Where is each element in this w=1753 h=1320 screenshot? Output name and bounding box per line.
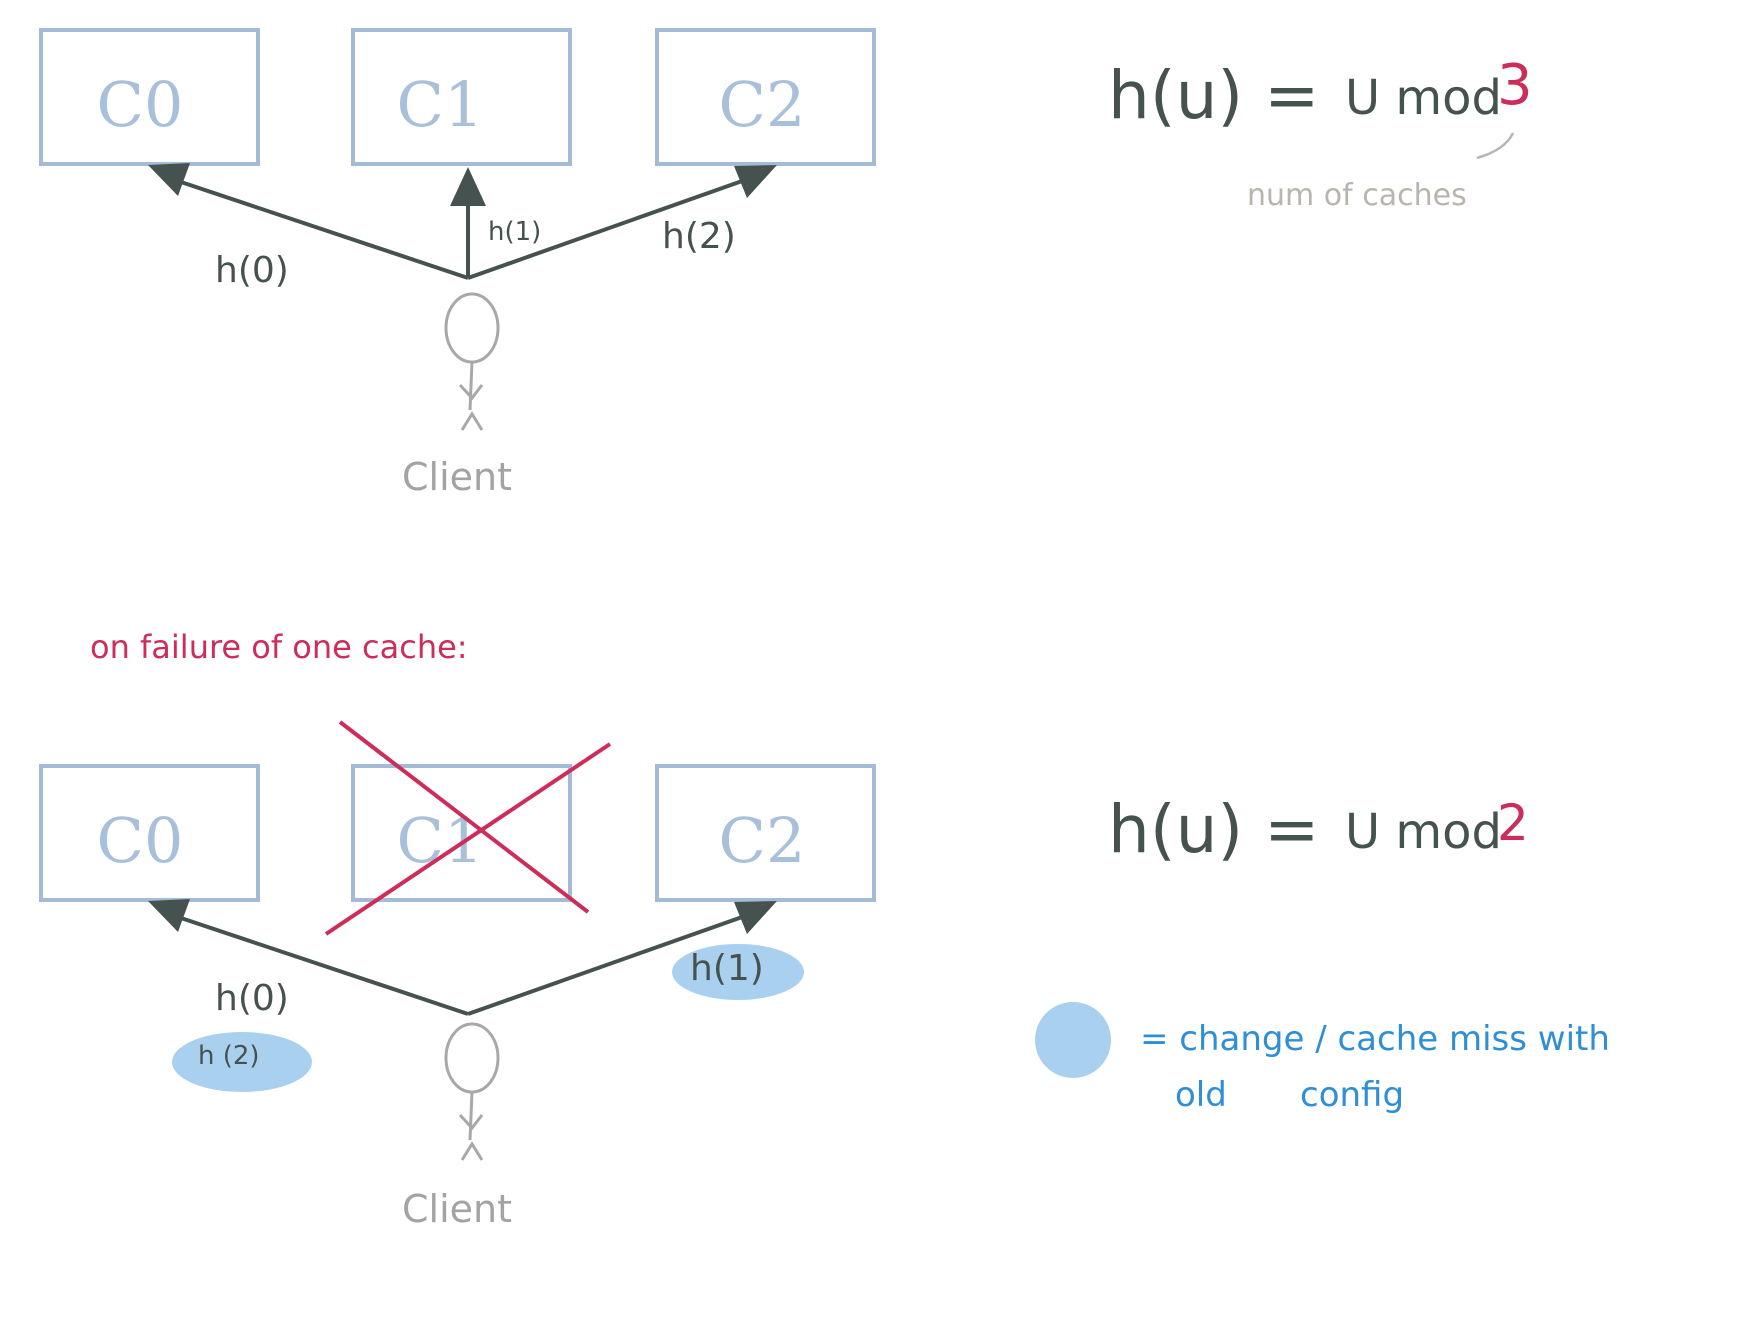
top-formula-annotation-pointer bbox=[1476, 132, 1515, 160]
legend-line-2a: old bbox=[1175, 1075, 1227, 1115]
top-arrowhead-c2 bbox=[734, 165, 777, 198]
top-cache-c0-label: C0 bbox=[97, 68, 184, 141]
legend-highlight-swatch bbox=[1035, 1002, 1111, 1078]
top-client-icon bbox=[444, 292, 500, 431]
bottom-formula-left: h(u) = bbox=[1108, 791, 1319, 868]
bottom-edge-to-c0 bbox=[174, 914, 469, 1016]
bottom-title: on failure of one cache: bbox=[90, 628, 468, 666]
bottom-cache-c2-label: C2 bbox=[719, 804, 806, 877]
bottom-cache-c1-label: C1 bbox=[397, 804, 484, 877]
top-cache-c2-label: C2 bbox=[719, 68, 806, 141]
bottom-edge-label-h0: h(0) bbox=[215, 978, 289, 1019]
bottom-formula: h(u) = U mod 2 bbox=[1108, 791, 1529, 868]
bottom-cache-c2: C2 bbox=[655, 764, 876, 902]
top-cache-c1-box bbox=[351, 28, 572, 166]
bottom-arrowhead-c0 bbox=[148, 899, 190, 932]
bottom-cache-c0: C0 bbox=[39, 764, 260, 902]
bottom-client-label: Client bbox=[402, 1187, 512, 1231]
failure-cross-stroke-1 bbox=[338, 720, 590, 914]
top-client-label: Client bbox=[402, 455, 512, 499]
failure-cross-stroke-2 bbox=[324, 742, 612, 936]
bottom-client-icon bbox=[444, 1022, 500, 1161]
top-cache-c0-box bbox=[39, 28, 260, 166]
legend-line-1: = change / cache miss with bbox=[1140, 1019, 1610, 1059]
bottom-client-head bbox=[444, 1022, 500, 1094]
bottom-diagram: on failure of one cache: C0 C1 C2 h(0) h… bbox=[39, 628, 1529, 1231]
top-formula-modulus: 3 bbox=[1497, 53, 1533, 118]
top-edge-label-h2: h(2) bbox=[662, 216, 736, 257]
bottom-cache-c1-failed: C1 bbox=[324, 720, 612, 936]
top-arrowhead-c0 bbox=[148, 163, 190, 196]
bottom-edge-to-c2 bbox=[467, 914, 746, 1016]
bottom-edge-label-h1: h(1) bbox=[690, 948, 764, 989]
legend-line-2b: config bbox=[1300, 1075, 1404, 1115]
top-edge-to-c2 bbox=[467, 178, 746, 280]
bottom-edge-label-h2: h (2) bbox=[198, 1041, 260, 1071]
top-cache-c0: C0 bbox=[39, 28, 260, 166]
bottom-arrowhead-c2 bbox=[734, 901, 777, 934]
top-cache-c2-box bbox=[655, 28, 876, 166]
top-edge-label-h1: h(1) bbox=[488, 217, 541, 247]
top-formula-mid: U mod bbox=[1345, 70, 1502, 126]
top-cache-c1: C1 bbox=[351, 28, 572, 166]
highlight-h2 bbox=[172, 1032, 312, 1092]
top-formula-annotation: num of caches bbox=[1247, 178, 1467, 213]
top-formula: h(u) = U mod 3 num of caches bbox=[1108, 53, 1533, 213]
bottom-cache-c1-box bbox=[351, 764, 572, 902]
top-client-head bbox=[444, 292, 500, 364]
top-formula-left: h(u) = bbox=[1108, 57, 1319, 134]
highlight-h1 bbox=[672, 944, 804, 1000]
bottom-client-body bbox=[458, 1091, 484, 1161]
legend: = change / cache miss with old config bbox=[1035, 1002, 1610, 1115]
bottom-cache-c0-label: C0 bbox=[97, 804, 184, 877]
top-diagram: C0 C1 C2 h(0) h(1) h(2) Client h(u) = bbox=[39, 28, 1533, 499]
top-cache-c2: C2 bbox=[655, 28, 876, 166]
top-arrowhead-c1 bbox=[450, 167, 486, 206]
bottom-formula-mid: U mod bbox=[1345, 804, 1502, 860]
bottom-cache-c2-box bbox=[655, 764, 876, 902]
top-edge-label-h0: h(0) bbox=[215, 250, 289, 291]
top-cache-c1-label: C1 bbox=[397, 68, 484, 141]
top-edge-to-c0 bbox=[174, 178, 469, 280]
bottom-formula-modulus: 2 bbox=[1497, 794, 1529, 852]
top-client-body bbox=[458, 361, 484, 431]
bottom-cache-c0-box bbox=[39, 764, 260, 902]
